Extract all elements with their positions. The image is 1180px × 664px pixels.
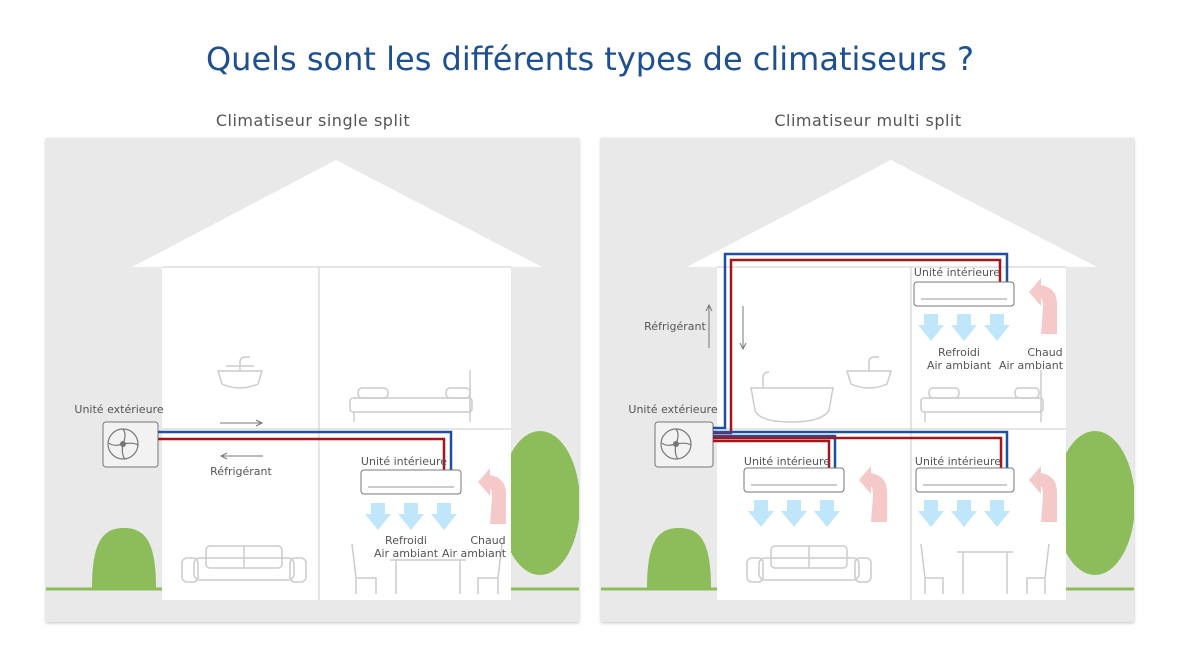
sofa-icon	[746, 545, 872, 583]
house-body	[162, 267, 511, 600]
multi-split-subtitle: Climatiseur multi split	[774, 111, 962, 130]
cold-air-arrows-right	[918, 500, 1010, 527]
indoor-unit-right-label: Unité intérieure	[915, 455, 1001, 468]
hot-pipe	[158, 437, 446, 470]
sink-icon	[216, 356, 264, 389]
cold-air-arrows-upper	[918, 314, 1010, 341]
cold-pipe-upper	[713, 252, 1009, 430]
outdoor-unit	[654, 421, 714, 468]
outdoor-unit-label: Unité extérieure	[628, 403, 717, 416]
house-roof	[687, 160, 1097, 267]
cold-air-label-2: Air ambiant	[927, 359, 992, 372]
house-roof	[132, 160, 542, 267]
refrigerant-arrows	[219, 419, 264, 460]
cold-pipe	[158, 430, 453, 470]
hot-air-label-2: Air ambiant	[999, 359, 1064, 372]
cold-air-label-2: Air ambiant	[374, 547, 439, 560]
single-split-subtitle: Climatiseur single split	[215, 111, 411, 130]
dining-table-icon	[351, 543, 503, 594]
indoor-unit-left-label: Unité intérieure	[744, 455, 830, 468]
bed-icon	[349, 370, 473, 422]
hot-air-arrow-right	[1029, 466, 1057, 522]
sofa-icon	[181, 545, 307, 583]
cold-air-arrows-left	[748, 500, 840, 527]
bush-left	[92, 528, 156, 588]
single-split-diagram: Unité extérieure Réfrigérant Unité intér…	[46, 160, 579, 600]
multi-split-panel: Unité extérieure Réfrigérant Unité intér…	[601, 138, 1134, 622]
indoor-unit-upper-label: Unité intérieure	[914, 266, 1000, 279]
bed-icon	[920, 370, 1044, 422]
tree-right	[500, 431, 579, 575]
house-body	[717, 267, 1066, 600]
cold-air-arrows	[365, 503, 457, 530]
cold-pipe-right	[713, 430, 1009, 468]
hot-pipe-right	[713, 436, 1003, 468]
indoor-unit-label: Unité intérieure	[361, 455, 447, 468]
indoor-unit	[360, 469, 462, 495]
refrigerant-label: Réfrigérant	[210, 465, 272, 478]
cold-pipe-left	[713, 434, 837, 468]
indoor-unit-right	[915, 467, 1015, 493]
outdoor-unit-label: Unité extérieure	[74, 403, 163, 416]
hot-air-arrow-left	[859, 466, 887, 522]
sink-icon	[845, 356, 893, 389]
indoor-unit-upper	[913, 281, 1015, 307]
bush-left	[647, 528, 711, 588]
cold-air-label-1: Refroidi	[938, 346, 980, 359]
tree-right	[1055, 431, 1134, 575]
single-split-panel: Unité extérieure Réfrigérant Unité intér…	[46, 138, 579, 622]
refrigerant-arrows	[705, 303, 747, 351]
dining-table-icon	[920, 543, 1050, 594]
hot-air-label-1: Chaud	[470, 534, 505, 547]
indoor-unit-left	[743, 467, 845, 493]
outdoor-unit	[102, 421, 159, 468]
cold-air-label-1: Refroidi	[385, 534, 427, 547]
hot-pipe-left	[713, 439, 831, 468]
hot-air-arrow	[478, 468, 506, 524]
refrigerant-label: Réfrigérant	[644, 320, 706, 333]
hot-air-label-1: Chaud	[1027, 346, 1062, 359]
multi-split-diagram: Unité extérieure Réfrigérant Unité intér…	[601, 160, 1134, 600]
bathtub-icon	[750, 371, 834, 423]
hot-air-label-2: Air ambiant	[442, 547, 507, 560]
page-title: Quels sont les différents types de clima…	[205, 40, 975, 78]
hot-air-arrow-upper	[1029, 278, 1057, 334]
